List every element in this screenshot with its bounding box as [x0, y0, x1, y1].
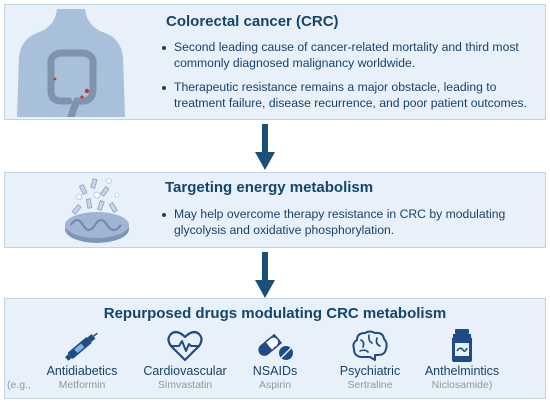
drug-class-cardiovascular: Cardiovascular Simvastatin	[130, 329, 240, 391]
drug-class-label: NSAIDs	[252, 364, 298, 378]
human-torso-colon-icon	[17, 9, 125, 117]
drug-class-anthelmintics: Anthelmintics Niclosamide)	[407, 329, 517, 391]
crc-bullet-1: Second leading cause of cancer-related m…	[162, 40, 547, 71]
drug-class-psychiatric: Psychiatric Sertraline	[315, 329, 425, 391]
drug-example-label: Niclosamide)	[431, 379, 493, 391]
down-arrow-icon	[255, 124, 275, 170]
drug-example-label: (e.g.,Metformin	[7, 379, 106, 391]
example-prefix: (e.g.,	[7, 379, 31, 391]
mitochondria-icon	[65, 178, 129, 243]
drug-class-label: Antidiabetics	[46, 364, 118, 378]
heart-pulse-icon	[167, 330, 203, 362]
energy-metabolism-panel: Targeting energy metabolism May help ove…	[4, 172, 546, 248]
crc-bullet-list: Second leading cause of cancer-related m…	[162, 40, 547, 111]
energy-bullet-1: May help overcome therapy resistance in …	[162, 207, 547, 238]
crc-bullet-2: Therapeutic resistance remains a major o…	[162, 80, 547, 111]
pills-icon	[258, 333, 293, 360]
drug-class-label: Cardiovascular	[143, 364, 227, 378]
energy-title: Targeting energy metabolism	[165, 179, 374, 196]
brain-icon	[352, 330, 388, 361]
drug-class-antidiabetics: Antidiabetics (e.g.,Metformin	[7, 329, 137, 391]
drug-class-nsaids: NSAIDs Aspirin	[220, 329, 330, 391]
drug-example-label: Aspirin	[258, 379, 292, 391]
drug-class-label: Anthelmintics	[424, 364, 500, 378]
drug-example-label: Sertraline	[347, 379, 393, 391]
drug-example-label: Simvastatin	[157, 379, 213, 391]
drug-class-label: Psychiatric	[339, 364, 401, 378]
medicine-bottle-icon	[452, 329, 472, 362]
crc-title: Colorectal cancer (CRC)	[166, 13, 339, 30]
energy-bullet-list: May help overcome therapy resistance in …	[162, 207, 547, 238]
down-arrow-icon	[255, 252, 275, 298]
crc-panel: Colorectal cancer (CRC) Second leading c…	[4, 4, 546, 120]
pen-injector-icon	[65, 332, 98, 361]
repurposed-drugs-panel: Repurposed drugs modulating CRC metaboli…	[4, 298, 546, 399]
drugs-title: Repurposed drugs modulating CRC metaboli…	[103, 305, 447, 322]
